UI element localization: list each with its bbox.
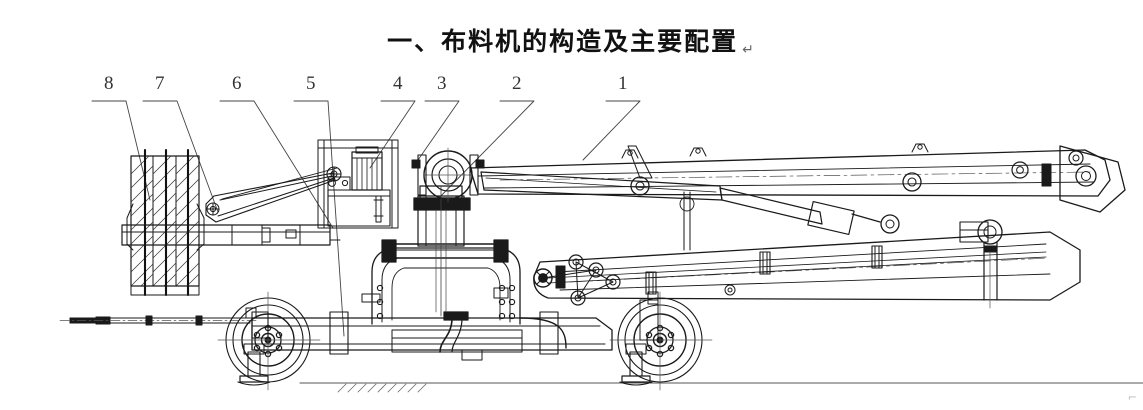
outrigger-rear <box>619 343 653 386</box>
counterweight-block <box>126 148 205 297</box>
ground-line <box>299 382 1143 393</box>
rear-frame-beam <box>121 224 331 246</box>
wheel-rear <box>609 291 713 391</box>
slewing-mast <box>361 185 521 325</box>
delivery-pipe <box>679 191 1003 309</box>
callout-6: 6 <box>232 73 242 94</box>
hydraulic-power-unit-motor <box>351 146 383 191</box>
boom-arm-lower <box>533 231 1081 301</box>
callout-2: 2 <box>512 73 522 94</box>
hydraulic-power-unit <box>317 139 399 229</box>
boom-fold-linkage <box>533 254 621 306</box>
rear-tie-rod <box>205 166 342 223</box>
boom-pivot-head <box>411 147 485 203</box>
outrigger-front <box>237 343 271 386</box>
callout-5: 5 <box>306 73 316 94</box>
tow-drawbar <box>59 315 259 326</box>
callout-7: 7 <box>155 73 165 94</box>
wheel-front <box>217 291 321 391</box>
boom-arm-upper <box>469 143 1126 213</box>
page-title: 一、布料机的构造及主要配置↵ <box>0 22 1143 58</box>
callout-3: 3 <box>437 73 447 94</box>
misc-details <box>285 229 736 299</box>
callout-4: 4 <box>393 73 403 94</box>
chassis-frame <box>251 311 613 361</box>
page-corner-mark: ⌐ <box>1127 391 1137 404</box>
callout-8: 8 <box>104 73 114 94</box>
callout-leaders <box>91 100 641 337</box>
paragraph-mark-icon: ↵ <box>742 42 756 58</box>
luffing-cylinder <box>480 171 900 236</box>
page-title-text: 一、布料机的构造及主要配置 <box>387 27 739 56</box>
callout-1: 1 <box>618 73 628 94</box>
